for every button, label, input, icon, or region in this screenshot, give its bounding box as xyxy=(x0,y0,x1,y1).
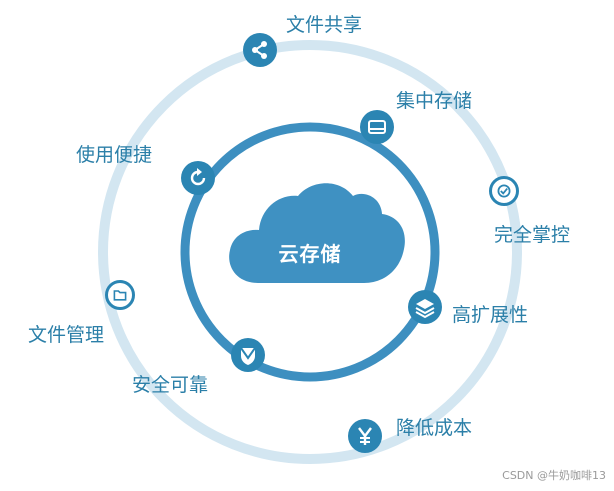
cloud-storage-label: 云存储 xyxy=(278,242,342,266)
control-node xyxy=(489,176,519,206)
files-node xyxy=(105,280,135,310)
label-easy-to-use: 使用便捷 xyxy=(76,144,153,166)
secure-node xyxy=(231,338,265,372)
label-full-control: 完全掌控 xyxy=(494,224,571,246)
folder-icon xyxy=(113,290,127,301)
label-file-share: 文件共享 xyxy=(286,14,363,36)
watermark: CSDN @牛奶咖啡13 xyxy=(502,469,606,482)
inner-ring xyxy=(180,122,440,382)
outer-ring xyxy=(98,40,522,464)
share-node xyxy=(243,33,277,67)
cost-node xyxy=(348,419,382,453)
scalable-node xyxy=(408,290,442,324)
cloud-shape xyxy=(229,183,405,283)
refresh-icon xyxy=(190,168,206,186)
label-high-scalability: 高扩展性 xyxy=(452,304,529,326)
storage-node xyxy=(360,110,394,144)
label-reduce-cost: 降低成本 xyxy=(396,417,473,439)
shield-icon xyxy=(240,347,256,365)
label-secure-reliable: 安全可靠 xyxy=(132,374,209,396)
check-icon xyxy=(497,184,511,198)
layers-icon xyxy=(415,299,435,319)
drive-icon xyxy=(368,120,386,134)
label-central-storage: 集中存储 xyxy=(396,90,473,112)
easy-node xyxy=(181,161,215,195)
label-file-management: 文件管理 xyxy=(28,324,105,346)
yen-icon xyxy=(358,427,372,445)
share-icon xyxy=(252,41,267,59)
